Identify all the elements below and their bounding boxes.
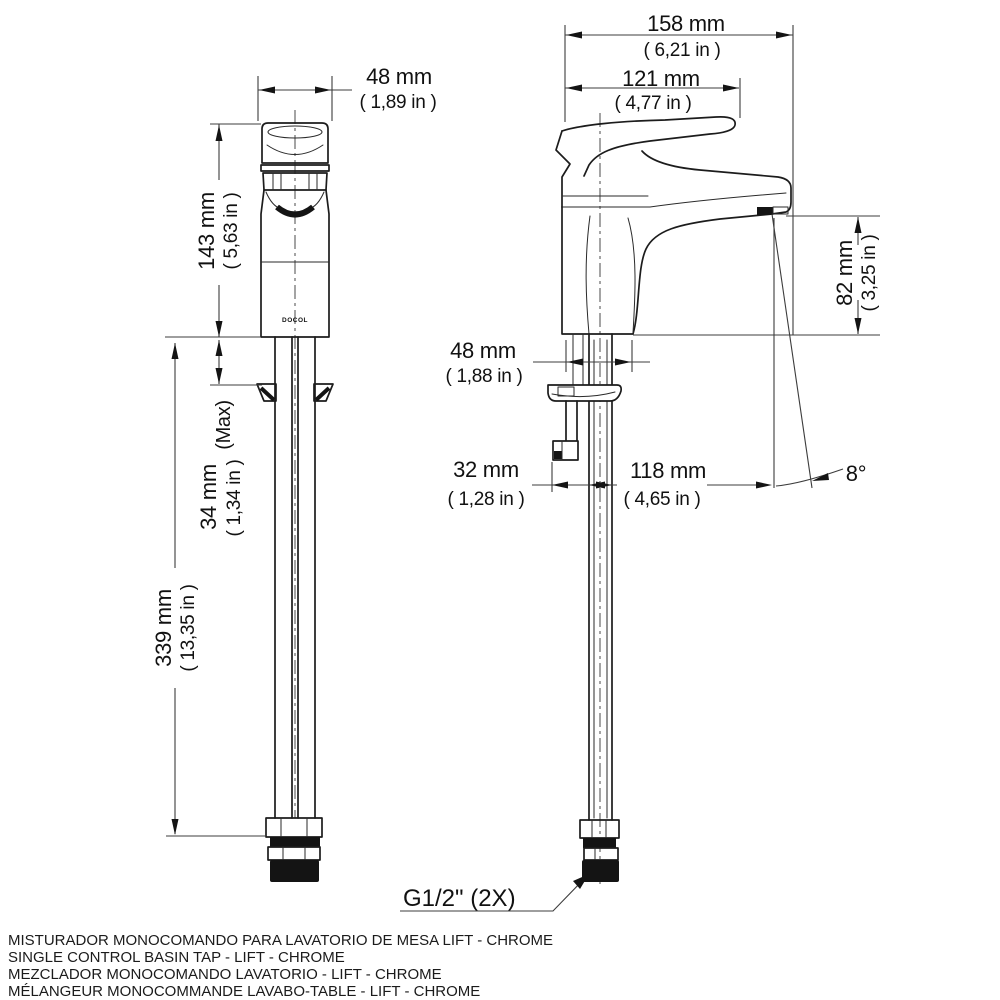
side-dim-handle: 121 mm ( 4,77 in ) [565,66,741,118]
side-body-spout [561,150,792,335]
side-handle-back [555,130,571,208]
side-angle-label: 8° [846,461,866,486]
front-body [260,189,330,338]
front-shank-mm: 339 mm [151,589,176,667]
side-body-inner-1 [585,215,591,335]
front-deck-note: (Max) [213,400,235,450]
front-handle-cap [261,122,329,164]
side-base-mm: 48 mm [450,338,516,363]
side-dim-depth: 158 mm ( 6,21 in ) [564,11,794,335]
side-inlet-mm: 32 mm [453,457,519,482]
caption-line-es: MEZCLADOR MONOCOMANDO LAVATORIO - LIFT -… [8,966,442,983]
side-handle-in: ( 4,77 in ) [615,93,692,114]
side-clamp-bracket [552,400,579,461]
front-aerator [275,204,315,218]
thread-label: G1/2" (2X) [403,885,516,912]
side-aerator [757,207,773,215]
side-spout-height-in: ( 3,25 in ) [859,235,880,312]
side-spout-height-mm: 82 mm [832,240,857,306]
side-dim-reach: 118 mm ( 4,65 in ) [624,458,772,510]
front-dim-height: 143 mm ( 5,63 in ) [165,123,261,338]
side-body-inner-2 [627,217,636,334]
front-width-in: ( 1,89 in ) [360,92,437,113]
front-width-mm: 48 mm [366,64,432,89]
caption-line-en: SINGLE CONTROL BASIN TAP - LIFT - CHROME [8,949,345,966]
front-connector [265,817,323,882]
side-handle-mm: 121 mm [622,66,700,91]
front-separator-band [260,164,330,172]
side-depth-in: ( 6,21 in ) [644,40,721,61]
front-wing-right [313,383,334,402]
side-shank [588,333,613,821]
side-dim-angle: 8° [771,213,867,489]
caption-line-fr: MÉLANGEUR MONOCOMMANDE LAVABO-TABLE - LI… [8,983,480,1000]
thread-callout: G1/2" (2X) [400,874,589,912]
front-handle-smile [266,144,324,155]
front-dim-width: 48 mm ( 1,89 in ) [257,64,437,121]
side-dim-spout-height: 82 mm ( 3,25 in ) [633,215,880,336]
side-handle-lever [561,116,736,177]
side-base-in: ( 1,88 in ) [446,366,523,387]
front-deck-mm: 34 mm [196,464,221,530]
side-connector [579,819,620,882]
side-dim-base: 48 mm ( 1,88 in ) [446,338,650,387]
front-dim-shank: 339 mm ( 13,35 in ) [151,343,266,837]
front-height-in: ( 5,63 in ) [221,193,242,270]
front-dim-deck: (Max) 34 mm ( 1,34 in ) [196,340,262,536]
side-depth-mm: 158 mm [647,11,725,36]
front-pipes [274,336,316,819]
front-handle-lens [267,125,323,139]
side-spout-inner [649,192,787,208]
side-collar [561,195,651,208]
side-view: 158 mm ( 6,21 in ) 121 mm ( 4,77 in ) 82… [446,11,880,885]
side-reach-in: ( 4,65 in ) [624,489,701,510]
front-wing-left [256,383,277,402]
side-inlet-in: ( 1,28 in ) [448,489,525,510]
front-view: DOCOL 48 mm ( 1,89 in ) [151,64,437,882]
caption-line-pt: MISTURADOR MONOCOMANDO PARA LAVATORIO DE… [8,932,553,949]
front-height-mm: 143 mm [194,192,219,270]
side-dim-inlet: 32 mm ( 1,28 in ) [448,457,617,510]
front-logo: DOCOL [282,317,308,324]
side-deck-washer [547,384,623,402]
side-reach-mm: 118 mm [630,458,706,483]
front-deck-in: ( 1,34 in ) [224,460,245,537]
caption-block: MISTURADOR MONOCOMANDO PARA LAVATORIO DE… [8,932,553,1000]
front-shank-in: ( 13,35 in ) [178,584,199,671]
